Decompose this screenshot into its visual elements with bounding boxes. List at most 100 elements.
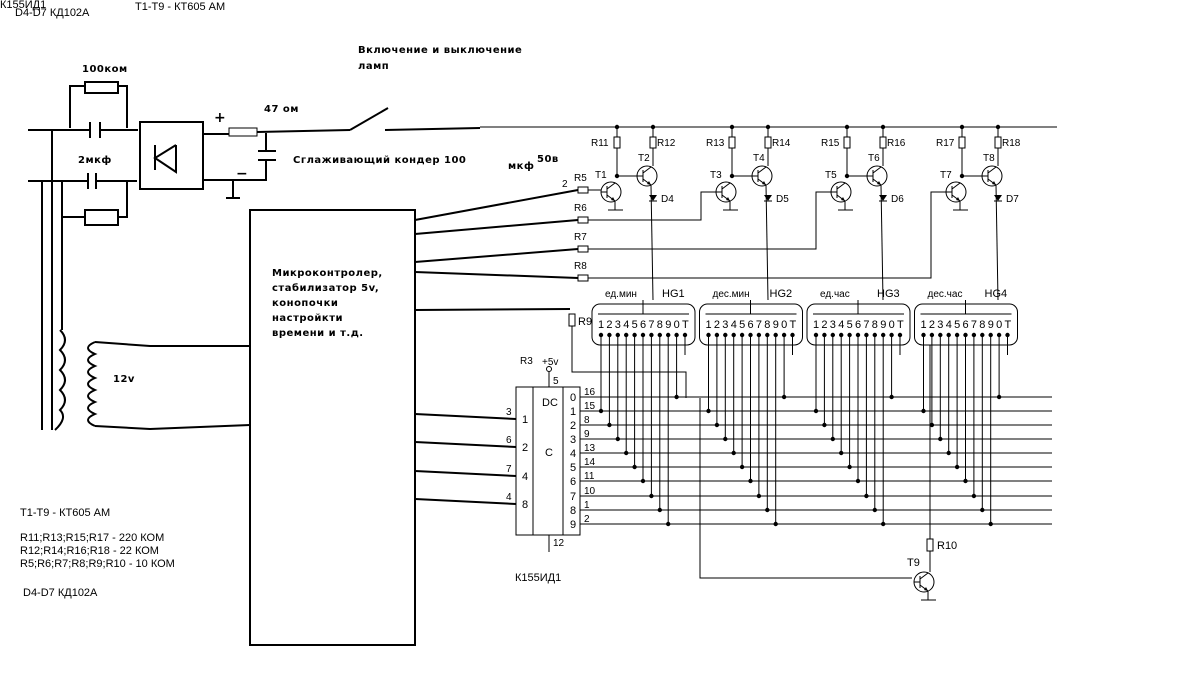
output-pin-number: 9 xyxy=(584,429,590,440)
diode-d7 xyxy=(994,195,1002,201)
label-t8: T8 xyxy=(983,153,995,164)
output-pin-number: 2 xyxy=(584,514,590,525)
note-top-transistors: Т1-Т9 - КТ605 АМ xyxy=(135,1,225,13)
label-r18: R18 xyxy=(1002,138,1021,149)
tube-pin-label: 6 xyxy=(855,319,861,331)
emitter-arrow xyxy=(877,181,881,185)
input-pin-number: 7 xyxy=(506,464,512,475)
resistor-r6 xyxy=(577,216,589,224)
smooth-cap-label: Сглаживающий кондер 100 xyxy=(293,155,466,166)
supply-terminal xyxy=(546,366,552,372)
tube-pin-label: T xyxy=(682,319,689,331)
tube-pin-label: 8 xyxy=(979,319,985,331)
label-t9: T9 xyxy=(907,557,920,569)
transformer-primary xyxy=(54,329,66,431)
tube-pin-label: 6 xyxy=(963,319,969,331)
label-r7: R7 xyxy=(574,232,587,243)
label-d4: D4 xyxy=(661,194,674,205)
tube-pin-label: 9 xyxy=(773,319,779,331)
mcu-output-wire xyxy=(414,219,579,235)
label-r12: R12 xyxy=(657,138,676,149)
resistor-r15 xyxy=(843,136,851,149)
output-pin-number: 14 xyxy=(584,457,596,468)
tube-pin-label: 2 xyxy=(606,319,612,331)
output-pin-number: 15 xyxy=(584,401,596,412)
tube-pin-label: 0 xyxy=(781,319,787,331)
decoder-dc-label: DC xyxy=(542,397,558,409)
wire xyxy=(880,184,884,301)
decoder-name: К155ИД1 xyxy=(515,572,561,584)
note-diodes: D4-D7 КД102А xyxy=(23,587,98,599)
output-pin-number: 8 xyxy=(584,415,590,426)
wire xyxy=(650,184,654,301)
emitter-arrow xyxy=(726,197,730,201)
mcu-text-line: Микроконтролер, xyxy=(272,268,383,279)
tube-pin-label: 9 xyxy=(665,319,671,331)
smooth-cap-volt: 50в xyxy=(537,154,559,165)
decoder-body xyxy=(515,386,581,536)
transistor-t7 xyxy=(945,181,967,203)
emitter-arrow xyxy=(992,181,996,185)
tube-name: HG3 xyxy=(877,288,900,300)
mcu-output-wire xyxy=(414,189,579,221)
resistor-r11 xyxy=(613,136,621,149)
input-pin-number: 6 xyxy=(506,435,512,446)
base-wire xyxy=(588,191,946,279)
minus-sign: − xyxy=(236,166,248,182)
tube-description: дес.мин xyxy=(713,289,750,300)
tube-pin-label: 8 xyxy=(764,319,770,331)
label-r14: R14 xyxy=(772,138,791,149)
switch-label-2: ламп xyxy=(358,61,389,72)
wire xyxy=(836,182,846,190)
cap-2u-label: 2мкф xyxy=(78,154,112,166)
decoder-input-wire-2 xyxy=(414,441,517,448)
output-digit-label: 9 xyxy=(570,519,576,531)
tube-pin-label: T xyxy=(897,319,904,331)
resistor-r12 xyxy=(649,136,657,149)
output-digit-label: 3 xyxy=(570,434,576,446)
supply-label: +5v xyxy=(542,357,558,368)
output-digit-label: 0 xyxy=(570,392,576,404)
diode-d4 xyxy=(649,195,657,201)
label-t7: T7 xyxy=(940,170,952,181)
resistor-47 xyxy=(228,127,258,137)
emitter-arrow xyxy=(647,181,651,185)
plus-sign: + xyxy=(214,110,226,126)
lamp-switch[interactable] xyxy=(349,107,389,131)
tube-pin-label: 5 xyxy=(847,319,853,331)
label-r15: R15 xyxy=(821,138,840,149)
tube-pin-label: 4 xyxy=(731,319,737,331)
resistor-r8 xyxy=(577,274,589,282)
resistor-r16 xyxy=(879,136,887,149)
note-r-22k: R12;R14;R16;R18 - 22 КОМ xyxy=(20,545,159,557)
label-r11: R11 xyxy=(591,138,609,149)
tube-pin-label: 2 xyxy=(714,319,720,331)
tube-pin-label: 1 xyxy=(706,319,712,331)
tube-pin-label: 7 xyxy=(756,319,762,331)
output-digit-label: 7 xyxy=(570,491,576,503)
wire xyxy=(642,166,652,174)
tube-pin-label: 2 xyxy=(929,319,935,331)
wire xyxy=(872,166,882,174)
transistor-t2 xyxy=(636,165,658,187)
tube-pin-label: 5 xyxy=(954,319,960,331)
emitter-arrow xyxy=(841,197,845,201)
tube-pin-label: 3 xyxy=(722,319,728,331)
note-r-220k: R11;R13;R15;R17 - 220 КОМ xyxy=(20,532,164,544)
resistor-r7 xyxy=(577,245,589,253)
transistor-t6 xyxy=(866,165,888,187)
tube-pin-label: 0 xyxy=(996,319,1002,331)
t9-base-wire xyxy=(699,398,912,579)
mcu-output-wire xyxy=(414,248,579,263)
microcontroller-block xyxy=(249,209,416,646)
input-bit-label: 2 xyxy=(522,442,528,454)
